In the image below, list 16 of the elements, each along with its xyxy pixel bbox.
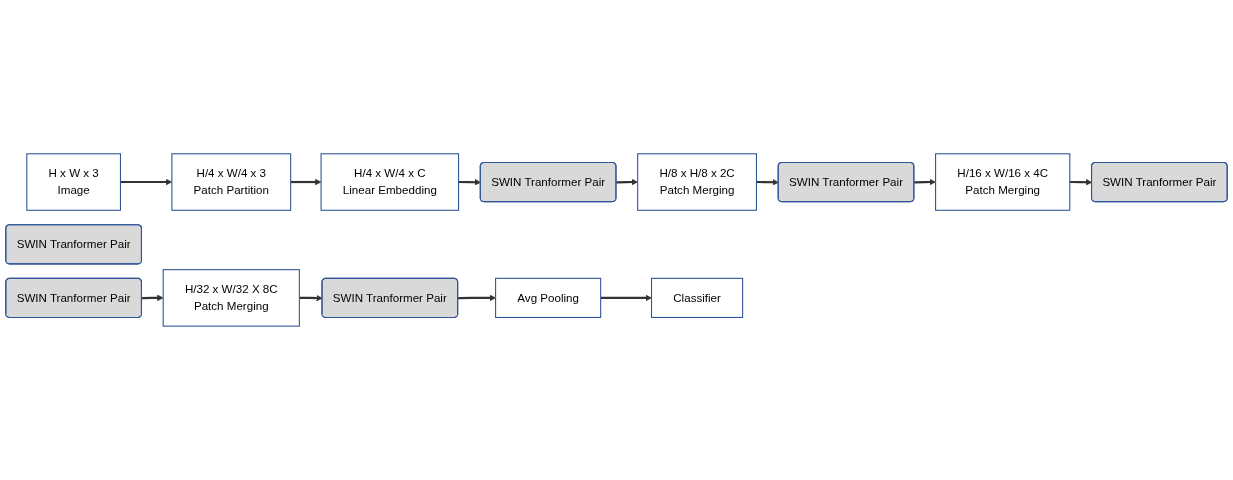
node-box: H/4 x W/4 x 3 Patch Partition: [171, 153, 292, 211]
arrow: [914, 178, 936, 186]
node-box: H/32 x W/32 X 8C Patch Merging: [162, 269, 300, 327]
node-box: Classifier: [651, 277, 744, 318]
node-box: H x W x 3 Image: [26, 153, 121, 211]
arrow: [616, 178, 638, 186]
arrow: [290, 178, 322, 186]
arrow: [600, 294, 652, 302]
node-box: H/16 x W/16 x 4C Patch Merging: [935, 153, 1071, 211]
node-box: H/4 x W/4 x C Linear Embedding: [320, 153, 460, 211]
arrow: [458, 294, 496, 302]
arrow: [458, 179, 481, 186]
node-box: H/8 x H/8 x 2C Patch Merging: [637, 153, 757, 211]
arrow: [141, 294, 164, 302]
node-box: Avg Pooling: [495, 277, 602, 318]
arrow: [756, 179, 779, 186]
